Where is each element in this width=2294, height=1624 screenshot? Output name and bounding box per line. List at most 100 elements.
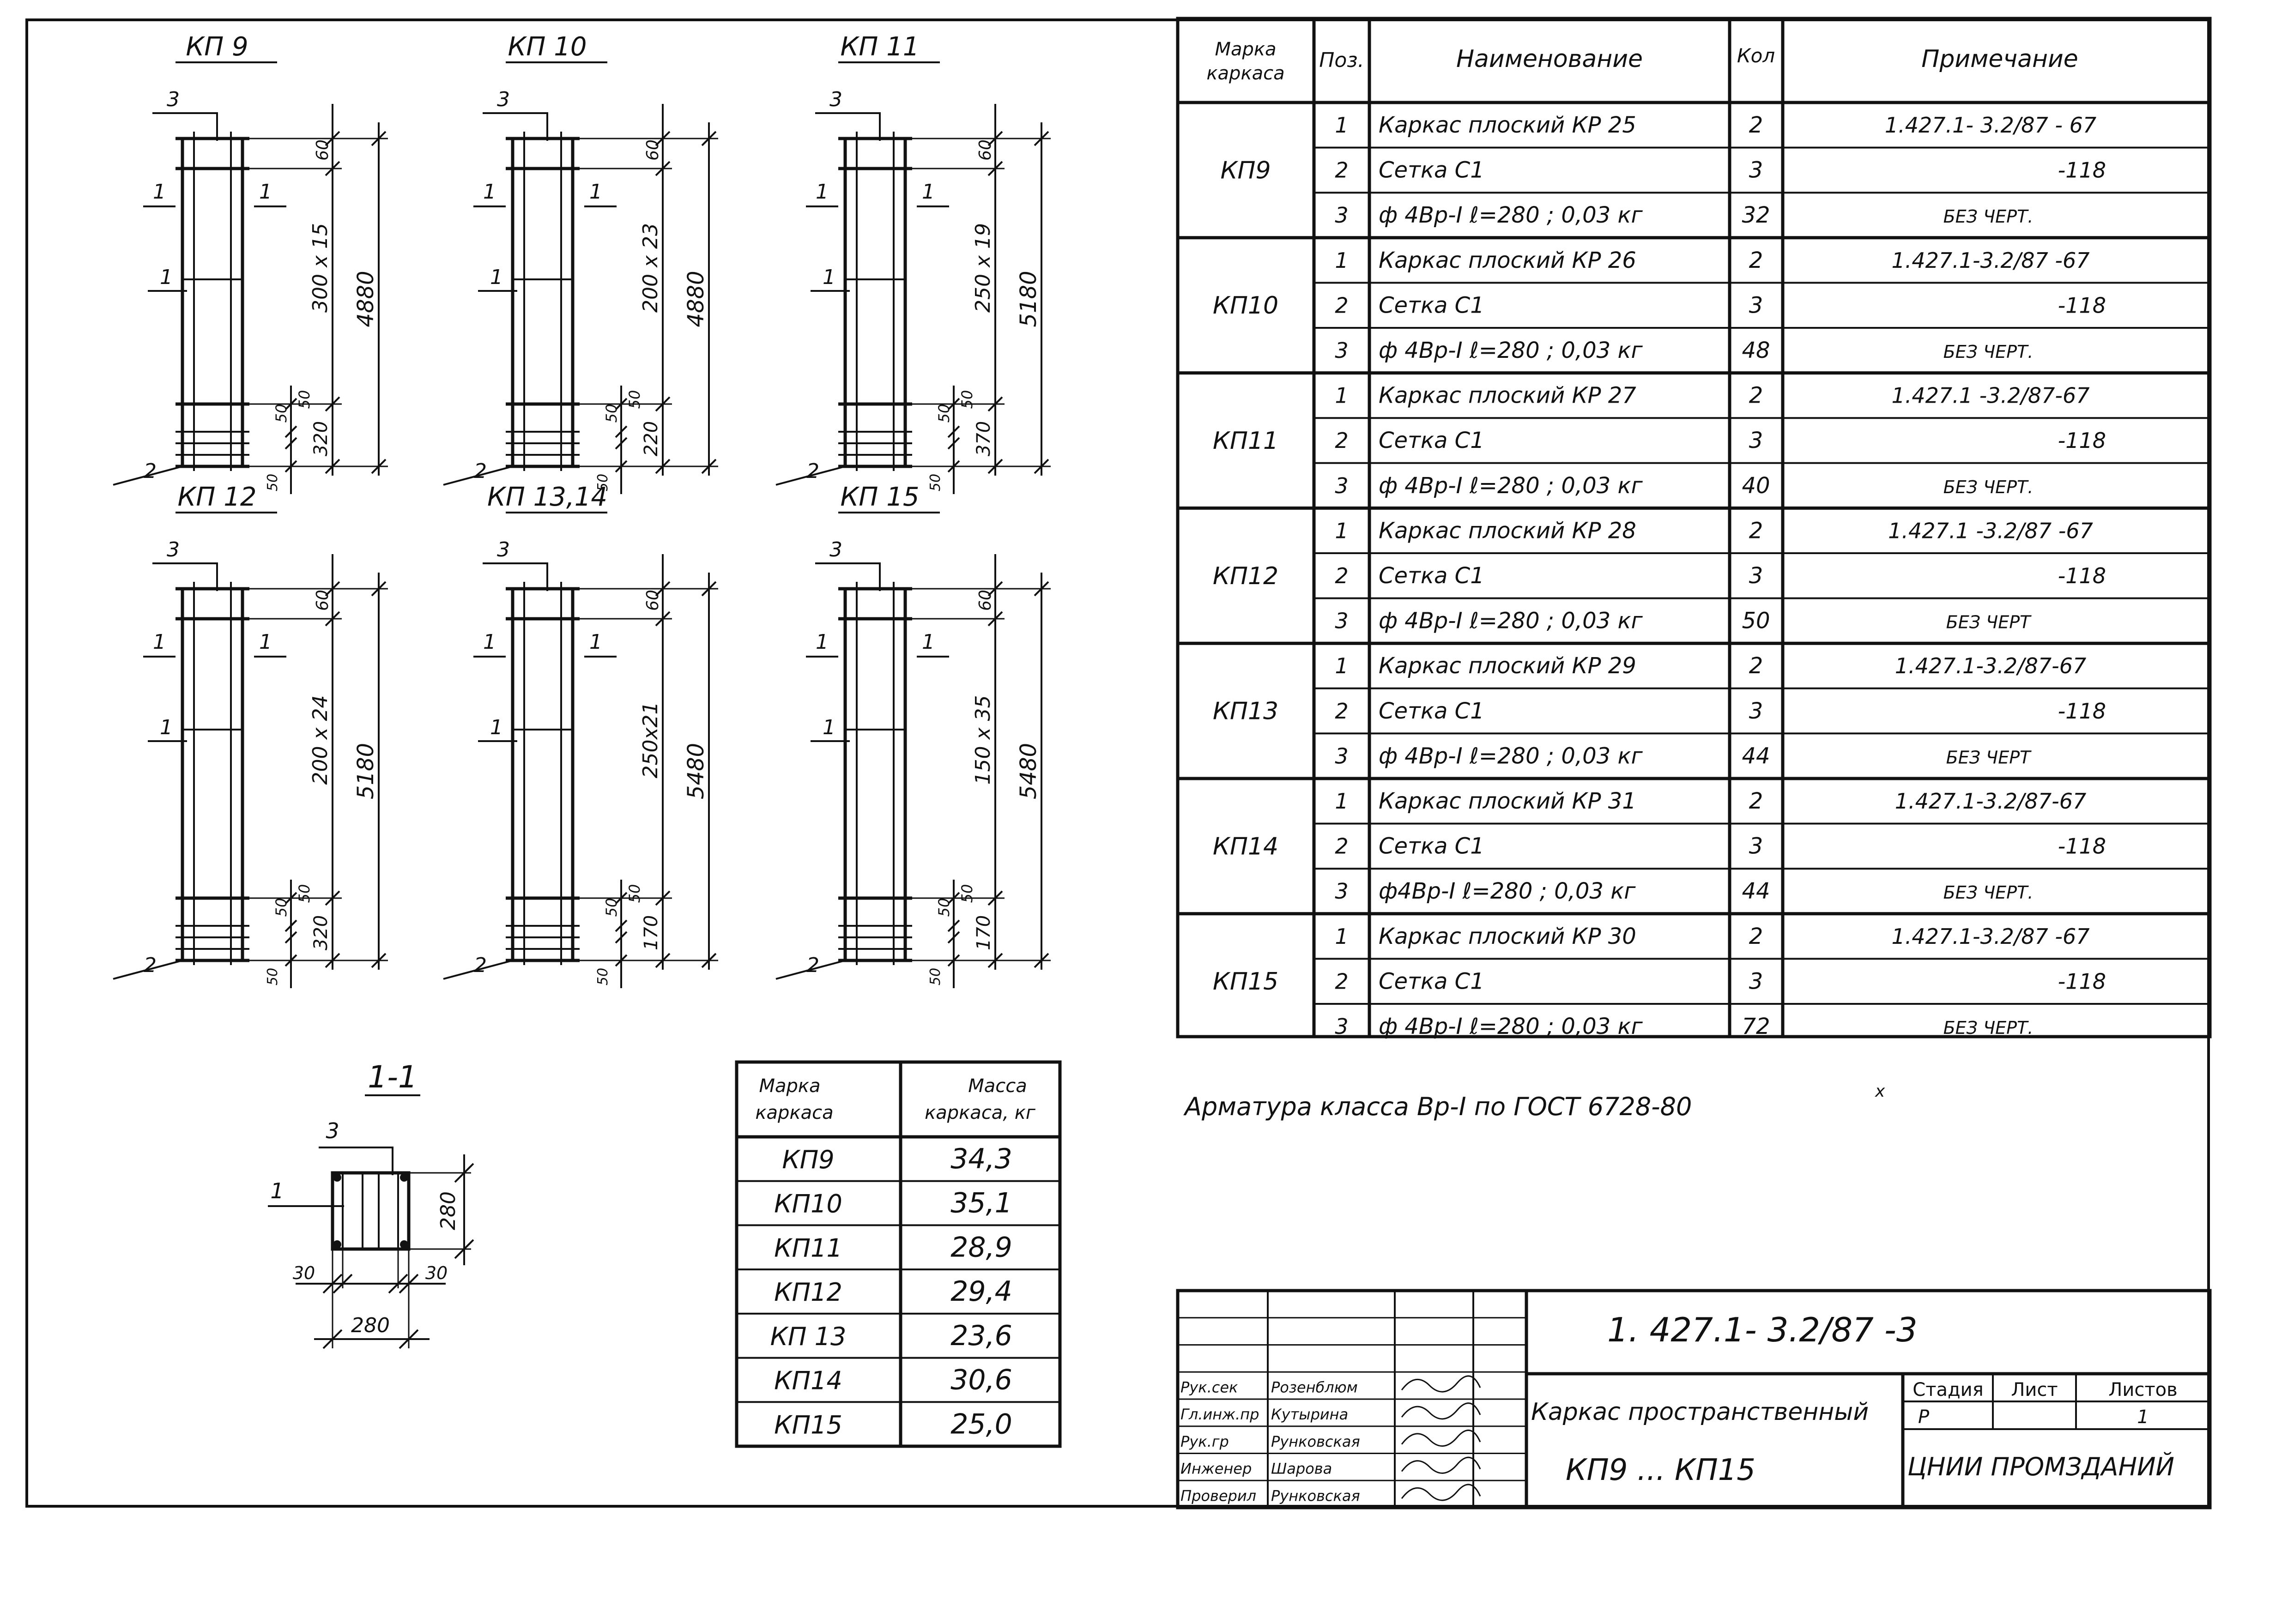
spec-row-name: ф 4Вр-I ℓ=280 ; 0,03 кг bbox=[1379, 743, 1643, 769]
dim-small: 50 bbox=[958, 884, 976, 903]
spec-row-qty: 3 bbox=[1749, 428, 1763, 453]
spec-row-qty: 2 bbox=[1749, 653, 1763, 679]
frame-mark: КП 15 bbox=[841, 482, 920, 512]
dim-top: 60 bbox=[976, 590, 995, 611]
spec-row-pos: 2 bbox=[1335, 834, 1348, 859]
label-1: 1 bbox=[823, 266, 835, 289]
spec-row-pos: 1 bbox=[1335, 113, 1348, 138]
spec-row-name: Каркас плоский КР 26 bbox=[1379, 248, 1636, 273]
spec-row-qty: 48 bbox=[1742, 338, 1770, 363]
dim-small: 50 bbox=[296, 390, 313, 409]
signature-scribble bbox=[1401, 1402, 1481, 1420]
label-1: 1 bbox=[483, 630, 496, 654]
spec-row-pos: 2 bbox=[1335, 969, 1348, 994]
spec-row-name: ф 4Вр-I ℓ=280 ; 0,03 кг bbox=[1379, 608, 1643, 634]
dim-top: 60 bbox=[643, 590, 662, 611]
spec-header-qty: Кол bbox=[1737, 44, 1775, 67]
dim-length: 4880 bbox=[353, 271, 379, 327]
spec-row-qty: 3 bbox=[1749, 292, 1763, 318]
signature-name: Рунковская bbox=[1271, 1487, 1360, 1504]
sheets-value: 1 bbox=[2137, 1407, 2149, 1428]
dim-spacing: 250х21 bbox=[639, 701, 662, 778]
section-dim-height: 280 bbox=[436, 1191, 460, 1230]
spec-row-pos: 3 bbox=[1335, 609, 1348, 634]
spec-row-name: Каркас плоский КР 31 bbox=[1379, 788, 1636, 814]
label-1: 1 bbox=[160, 716, 173, 739]
spec-row-note: -118 bbox=[2058, 428, 2106, 453]
signature-role: Проверил bbox=[1180, 1487, 1256, 1504]
spec-row-qty: 3 bbox=[1749, 833, 1763, 859]
spec-row-note: 1.427.1-3.2/87-67 bbox=[1895, 789, 2087, 814]
dim-bottom: 220 bbox=[641, 421, 662, 456]
spec-header-name: Наименование bbox=[1456, 45, 1643, 73]
label-1: 1 bbox=[160, 266, 173, 289]
mass-row-mark: КП10 bbox=[774, 1189, 842, 1219]
mass-row-value: 30,6 bbox=[950, 1364, 1012, 1396]
spec-row-note: БЕЗ ЧЕРТ bbox=[1946, 747, 2032, 767]
mass-row-value: 35,1 bbox=[950, 1187, 1012, 1220]
sheets-label: Листов bbox=[2108, 1379, 2177, 1401]
spec-group-mark: КП9 bbox=[1220, 157, 1271, 184]
sheet-label: Лист bbox=[2011, 1379, 2058, 1401]
signature-name: Кутырина bbox=[1271, 1406, 1348, 1423]
spec-row-name: ф 4Вр-I ℓ=280 ; 0,03 кг bbox=[1379, 473, 1643, 499]
dim-bottom: 370 bbox=[973, 421, 994, 456]
spec-row-pos: 2 bbox=[1335, 563, 1348, 588]
document-code: 1. 427.1- 3.2/87 -3 bbox=[1607, 1310, 1918, 1349]
title-block: 1. 427.1- 3.2/87 -3 Каркас пространствен… bbox=[1176, 1289, 2212, 1509]
frame-mark: КП 12 bbox=[178, 482, 257, 512]
label-3: 3 bbox=[167, 538, 180, 561]
stage-value: Р bbox=[1918, 1407, 1930, 1428]
frame-mark: КП 10 bbox=[508, 32, 587, 62]
label-1: 1 bbox=[483, 180, 496, 204]
signature-scribble bbox=[1401, 1484, 1481, 1501]
armature-note-superscript: х bbox=[1875, 1082, 1885, 1101]
dim-small: 50 bbox=[265, 968, 281, 985]
dim-bottom: 320 bbox=[310, 915, 332, 950]
spec-row-note: 1.427.1- 3.2/87 - 67 bbox=[1885, 113, 2096, 138]
label-3: 3 bbox=[829, 538, 842, 561]
section-dim-left: 30 bbox=[293, 1263, 315, 1283]
spec-row-name: Сетка С1 bbox=[1379, 563, 1484, 589]
spec-row-qty: 3 bbox=[1749, 157, 1763, 183]
dim-small: 50 bbox=[272, 898, 290, 917]
spec-row-name: Каркас плоский КР 29 bbox=[1379, 653, 1636, 679]
spec-row-note: -118 bbox=[2058, 834, 2106, 859]
mass-row-value: 23,6 bbox=[950, 1320, 1012, 1352]
dim-small: 50 bbox=[603, 898, 620, 917]
spec-group-mark: КП12 bbox=[1213, 562, 1278, 590]
spec-row-pos: 1 bbox=[1335, 383, 1348, 408]
spec-group-mark: КП11 bbox=[1213, 427, 1278, 455]
mass-row-mark: КП15 bbox=[774, 1410, 842, 1439]
spec-row-qty: 44 bbox=[1742, 878, 1770, 904]
label-3: 3 bbox=[829, 88, 842, 111]
dim-small: 50 bbox=[296, 884, 313, 903]
dim-bottom: 170 bbox=[973, 915, 994, 950]
spec-row-pos: 2 bbox=[1335, 158, 1348, 183]
spec-row-name: Сетка С1 bbox=[1379, 968, 1484, 994]
spec-row-pos: 2 bbox=[1335, 293, 1348, 318]
spec-row-note: -118 bbox=[2058, 969, 2106, 994]
signature-name: Розенблюм bbox=[1271, 1378, 1358, 1396]
spec-row-note: 1.427.1-3.2/87-67 bbox=[1895, 653, 2087, 678]
spec-row-note: БЕЗ ЧЕРТ. bbox=[1943, 882, 2034, 903]
spec-row-pos: 1 bbox=[1335, 653, 1348, 678]
dim-small: 50 bbox=[265, 474, 281, 491]
spec-row-pos: 1 bbox=[1335, 924, 1348, 949]
spec-row-name: Каркас плоский КР 30 bbox=[1379, 924, 1636, 949]
dim-spacing: 300 х 15 bbox=[309, 223, 332, 313]
spec-row-pos: 1 bbox=[1335, 518, 1348, 543]
dim-small: 50 bbox=[935, 404, 953, 423]
spec-row-note: БЕЗ ЧЕРТ. bbox=[1943, 206, 2034, 227]
mass-row-value: 29,4 bbox=[950, 1275, 1012, 1308]
spec-group-mark: КП10 bbox=[1213, 292, 1278, 320]
signature-name: Рунковская bbox=[1271, 1433, 1360, 1450]
